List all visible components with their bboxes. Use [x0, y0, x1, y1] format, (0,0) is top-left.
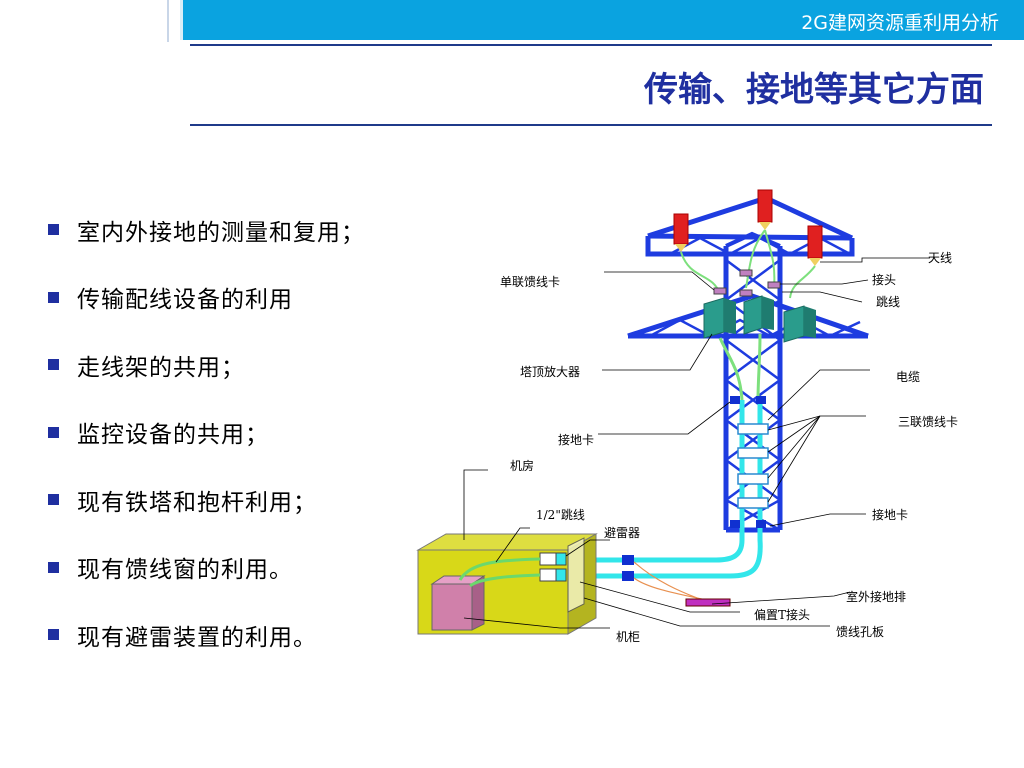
- label-ground-clamp-left: 接地卡: [558, 432, 594, 447]
- label-ground-clamp-right: 接地卡: [872, 507, 908, 522]
- bullet-item: 现有避雷装置的利用。: [48, 601, 365, 669]
- label-cable: 电缆: [896, 370, 920, 384]
- ground-wires: [633, 561, 707, 601]
- label-jumper: 跳线: [876, 295, 900, 309]
- bullet-text: 现有馈线窗的利用。: [77, 557, 293, 584]
- bullet-text: 室内外接地的测量和复用；: [77, 219, 365, 246]
- tower-top-bottom: [645, 236, 855, 257]
- title-underline: [190, 124, 992, 126]
- label-single-clamp: 单联馈线卡: [500, 275, 560, 289]
- top-rule: [190, 44, 992, 46]
- bullet-text: 监控设备的共用；: [77, 422, 269, 449]
- bullet-item: 传输配线设备的利用: [48, 264, 365, 332]
- square-bullet-icon: [48, 561, 59, 573]
- ground-clamps: [622, 396, 766, 581]
- ground-clamp-icon: [622, 555, 634, 565]
- bullet-item: 现有铁塔和抱杆利用；: [48, 466, 365, 534]
- antenna-right-icon: [807, 225, 823, 259]
- triple-feeder-clamps: [737, 423, 769, 509]
- square-bullet-icon: [48, 359, 59, 371]
- antennas: [673, 189, 823, 266]
- label-bias-tee: 偏置T接头: [754, 607, 810, 622]
- label-feeder-window: 馈线孔板: [836, 625, 884, 639]
- arrester-icon: [539, 552, 557, 566]
- tma-cables: [718, 333, 762, 401]
- antenna-left-icon: [673, 213, 689, 245]
- bullet-item: 现有馈线窗的利用。: [48, 534, 365, 602]
- bullet-list: 室内外接地的测量和复用； 传输配线设备的利用 走线架的共用； 监控设备的共用； …: [48, 196, 365, 669]
- ground-clamp-icon: [730, 520, 740, 528]
- label-outdoor-ground-bar: 室外接地排: [846, 589, 906, 604]
- feeder-window-icon: [567, 537, 585, 613]
- label-cabinet: 机柜: [616, 630, 640, 644]
- jumper-cables: [680, 229, 816, 299]
- bullet-text: 走线架的共用；: [77, 354, 245, 381]
- antenna-center-icon: [757, 189, 773, 223]
- connectors: [713, 269, 781, 297]
- tma-box-icon: [703, 297, 725, 339]
- square-bullet-icon: [48, 224, 59, 236]
- connector-icon: [767, 281, 781, 289]
- connector-icon: [739, 269, 753, 277]
- ground-clamp-icon: [756, 520, 766, 528]
- label-tma: 塔顶放大器: [520, 364, 580, 379]
- page-title: 传输、接地等其它方面: [644, 70, 984, 110]
- label-connector: 接头: [872, 272, 896, 287]
- square-bullet-icon: [48, 291, 59, 303]
- tma-box-icon: [743, 295, 763, 335]
- bullet-item: 监控设备的共用；: [48, 399, 365, 467]
- header-left-rule: [167, 0, 169, 42]
- bullet-text: 现有避雷装置的利用。: [77, 624, 317, 651]
- bullet-text: 现有铁塔和抱杆利用；: [77, 489, 317, 516]
- header-bar: 2G建网资源重利用分析: [180, 0, 1024, 40]
- label-leader-lines: [463, 257, 930, 629]
- ground-clamp-icon: [756, 396, 766, 404]
- tower-upper-roof: [725, 231, 781, 248]
- tma-box-icon: [783, 305, 805, 343]
- ground-clamp-icon: [730, 396, 740, 404]
- cabinet-icon: [431, 583, 473, 631]
- diagram-labels: 天线 接头 跳线 单联馈线卡 塔顶放大器 电缆 三联馈线卡 接地卡 机房 1/2…: [500, 251, 958, 644]
- outdoor-ground-bar-icon: [685, 598, 731, 607]
- tower-top-amplifiers: [703, 295, 816, 343]
- connector-icon: [739, 289, 753, 297]
- indoor-jumpers: [458, 557, 541, 588]
- machine-room: [416, 533, 598, 635]
- bullet-item: 室内外接地的测量和复用；: [48, 196, 365, 264]
- label-arrester: 避雷器: [604, 526, 640, 540]
- label-half-inch-jumper: 1/2"跳线: [536, 508, 585, 522]
- ground-clamp-icon: [622, 571, 634, 581]
- label-antenna: 天线: [928, 251, 952, 265]
- bullet-text: 传输配线设备的利用: [77, 287, 293, 314]
- arrester-icon: [539, 568, 557, 582]
- square-bullet-icon: [48, 494, 59, 506]
- section-title: 2G建网资源重利用分析: [801, 12, 999, 34]
- connector-icon: [713, 287, 727, 295]
- square-bullet-icon: [48, 629, 59, 641]
- bullet-item: 走线架的共用；: [48, 331, 365, 399]
- label-triple-clamp: 三联馈线卡: [898, 415, 958, 429]
- square-bullet-icon: [48, 426, 59, 438]
- label-machine-room: 机房: [510, 458, 534, 473]
